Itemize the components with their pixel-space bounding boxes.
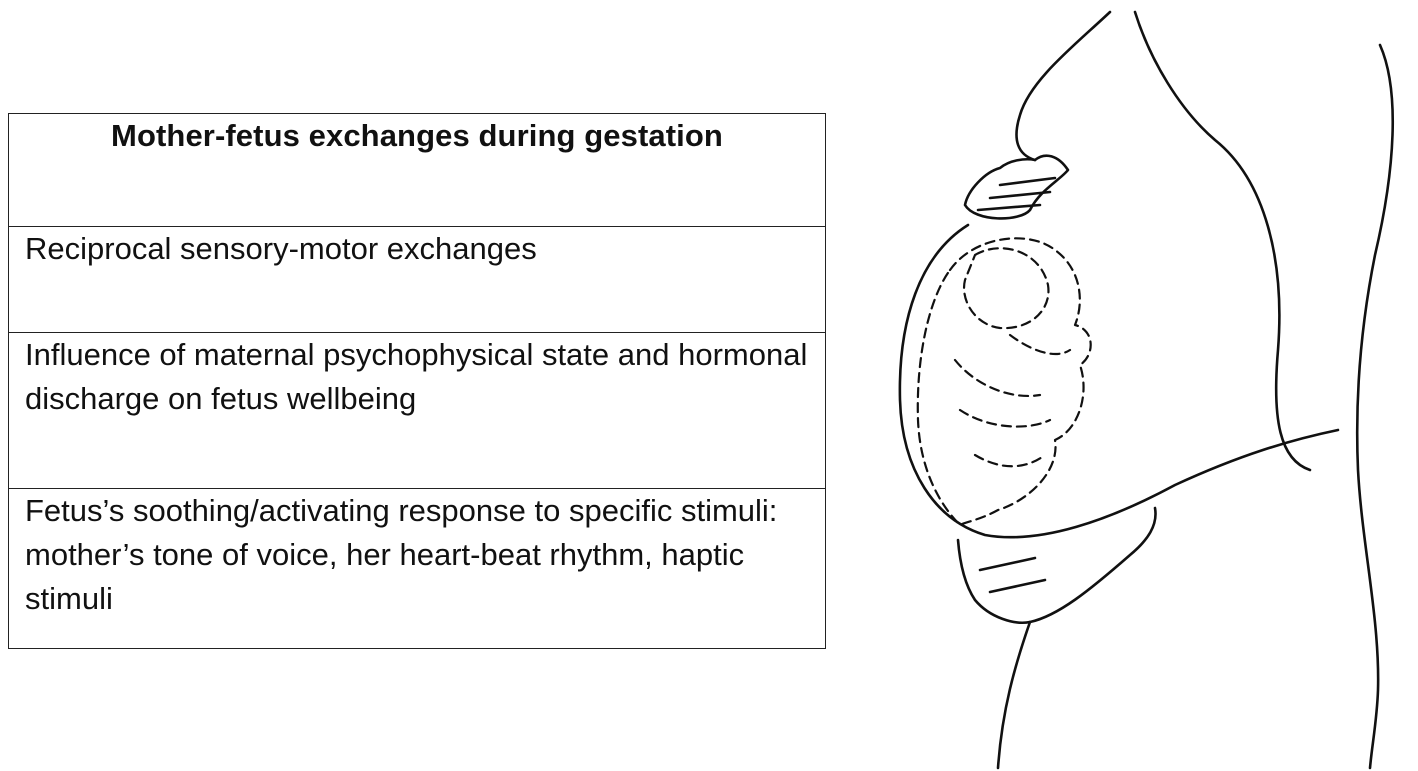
fetus-outline xyxy=(916,237,1092,527)
chest-outline xyxy=(1015,10,1112,162)
exchange-item: Reciprocal sensory-motor exchanges xyxy=(8,226,826,333)
belly-outline xyxy=(898,223,1340,539)
lower-hand-outline xyxy=(956,506,1157,624)
back-outline xyxy=(1355,43,1394,770)
exchange-item: Influence of maternal psychophysical sta… xyxy=(8,332,826,489)
table-title: Mother-fetus exchanges during gestation xyxy=(8,113,826,227)
lower-hand-fingers xyxy=(978,556,1047,594)
table-row: Reciprocal sensory-motor exchanges xyxy=(8,226,826,333)
arm-outline xyxy=(1133,10,1312,472)
mother-fetus-exchanges-table: Mother-fetus exchanges during gestation … xyxy=(8,113,826,649)
table-header-row: Mother-fetus exchanges during gestation xyxy=(8,113,826,227)
fetus-head xyxy=(962,247,1050,330)
exchange-item: Fetus’s soothing/activating response to … xyxy=(8,488,826,649)
leg-outline xyxy=(996,620,1032,770)
pregnant-woman-with-fetus-icon xyxy=(898,10,1394,770)
table-row: Fetus’s soothing/activating response to … xyxy=(8,488,826,649)
table-row: Influence of maternal psychophysical sta… xyxy=(8,332,826,489)
upper-hand-fingers xyxy=(976,176,1057,212)
upper-hand-outline xyxy=(963,154,1070,220)
fetus-limbs xyxy=(953,333,1072,468)
